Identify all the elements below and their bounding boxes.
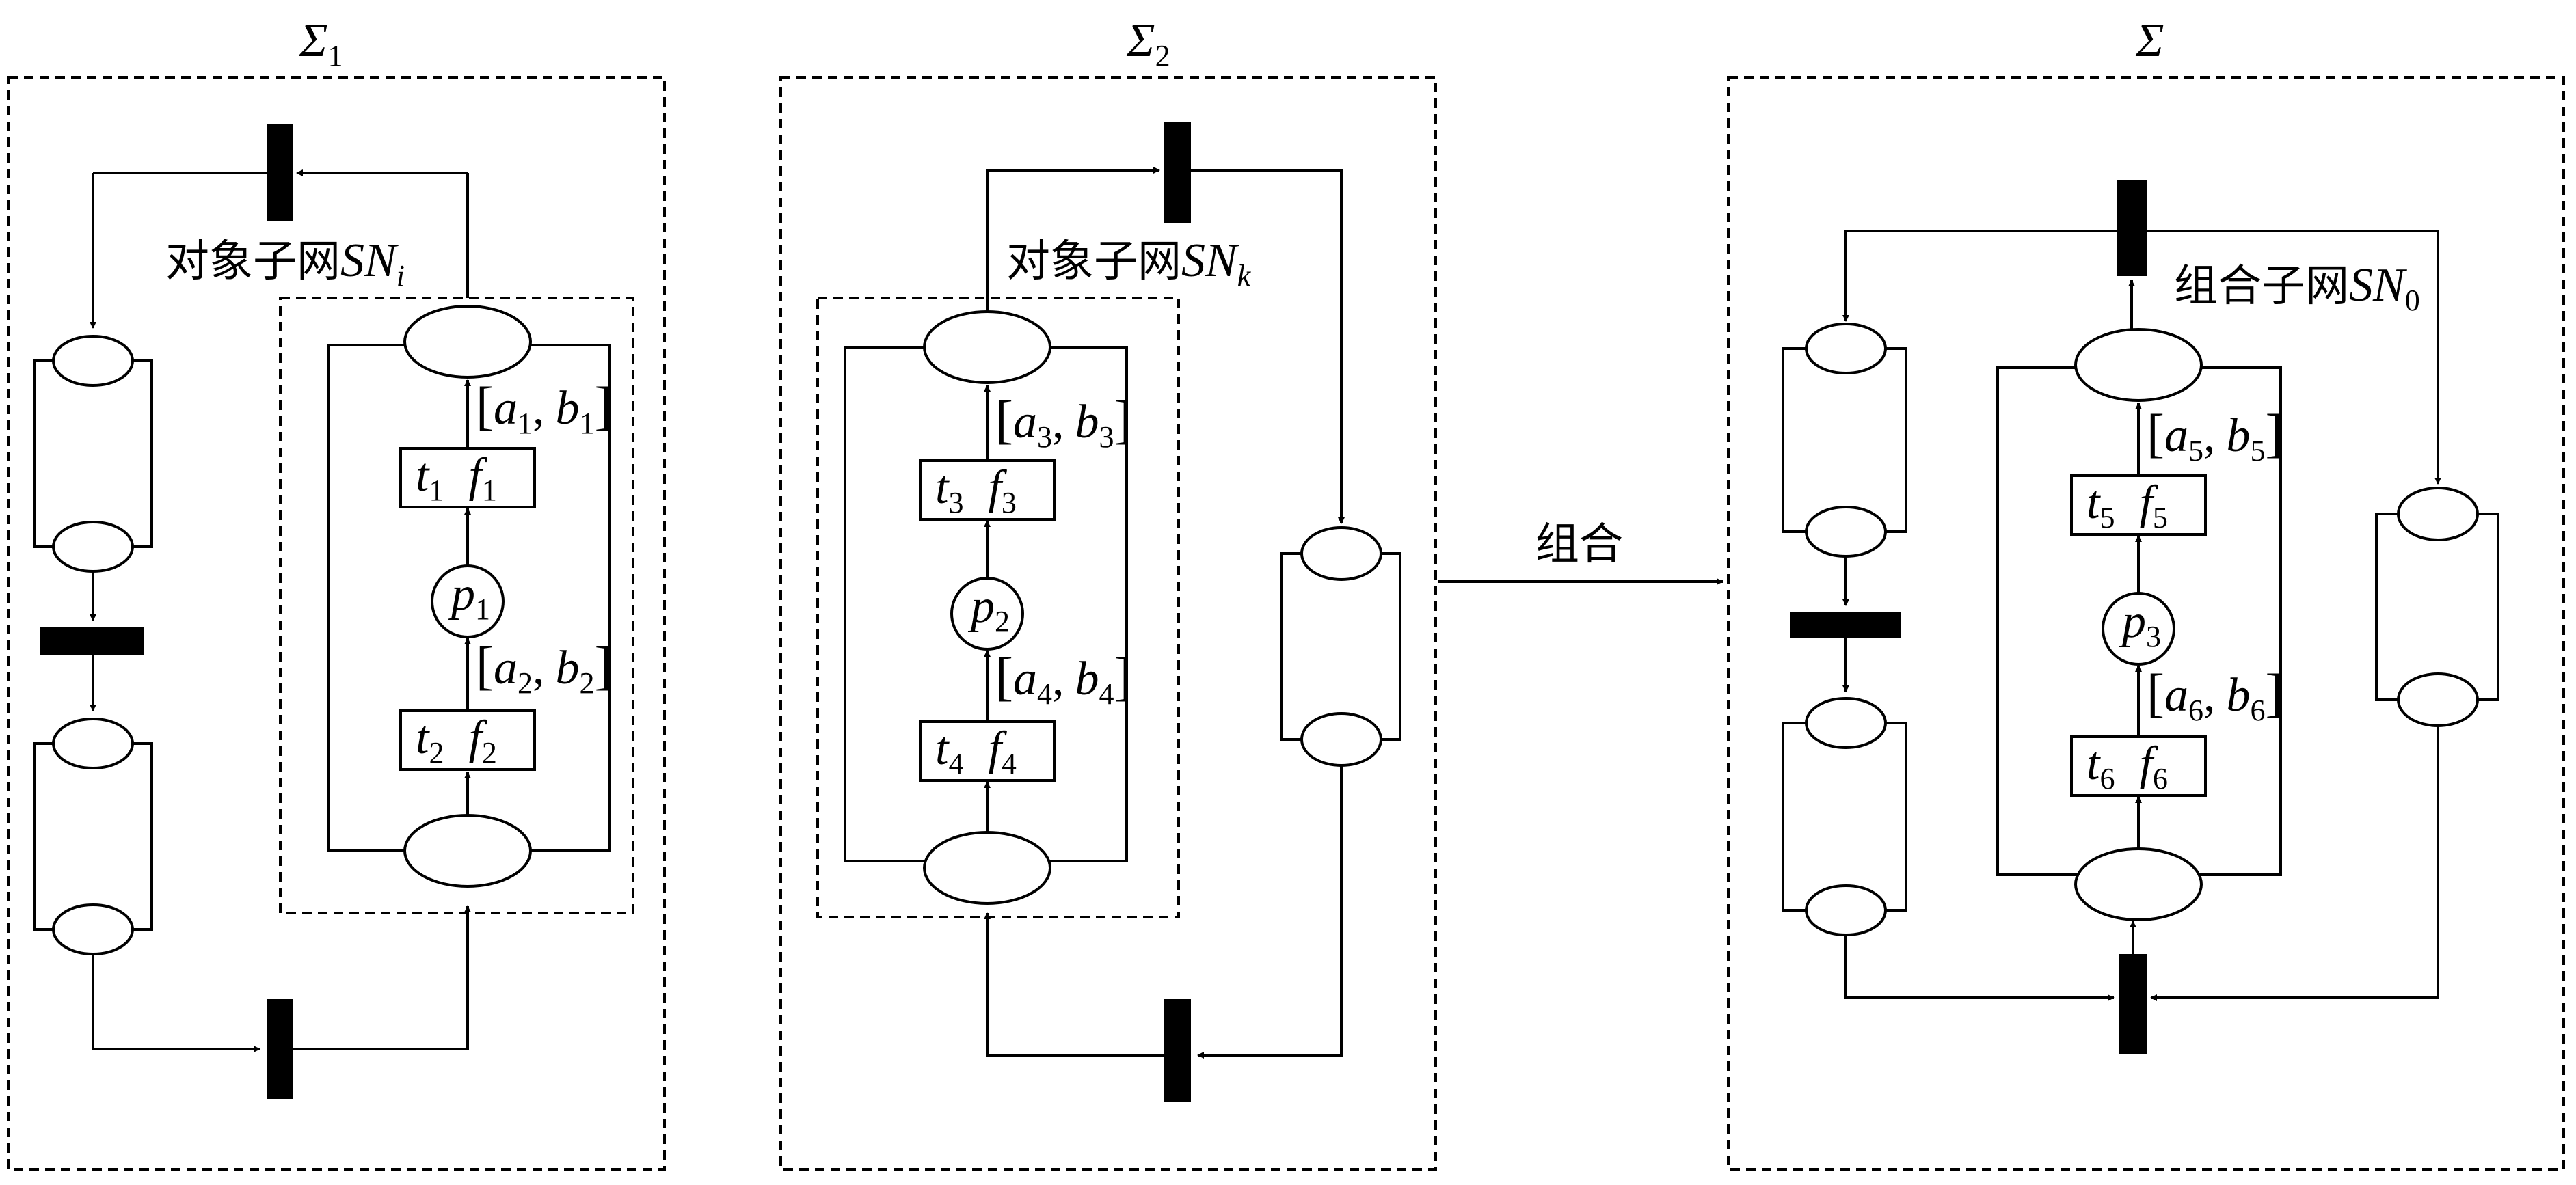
arc [1844, 935, 2115, 1001]
place [2397, 672, 2479, 727]
place [1805, 697, 1887, 749]
place [52, 335, 134, 387]
place-pair-side-lines [1782, 347, 1907, 533]
arc [92, 954, 260, 1052]
combo-subnet-0-label: 组合子网SN0 [2174, 259, 2420, 317]
place [1805, 506, 1887, 558]
transition-bar [1164, 999, 1191, 1102]
place [403, 305, 532, 379]
transition-t5-box [2070, 474, 2207, 536]
object-subnet-i-border [279, 297, 634, 914]
arc [2150, 726, 2439, 1001]
place [1805, 323, 1887, 374]
place [403, 814, 532, 888]
object-subnet-k-label: 对象子网SNk [1006, 234, 1252, 292]
place-pair-side-lines [2375, 513, 2499, 701]
interval-i1-label: [a1,b1] [476, 376, 612, 440]
place [2397, 487, 2479, 541]
place [1300, 712, 1382, 767]
place [52, 718, 134, 769]
combine-arrow: 组合 [1438, 519, 1723, 585]
place [1300, 526, 1382, 581]
panel-sigma-title: Σ [2135, 14, 2164, 67]
interval-i6-label: [a6,b6] [2147, 663, 2283, 727]
place-pair-side-lines [1782, 722, 1907, 912]
place-pair-side-lines [33, 359, 153, 548]
arc [1197, 765, 1343, 1059]
object-subnet-k-border [816, 297, 1180, 918]
transition-t1-box [399, 447, 536, 508]
interval-i2-label: [a2,b2] [476, 636, 612, 700]
transition-bar [2119, 954, 2147, 1054]
transition-bar [1164, 122, 1191, 223]
transition-bar [2117, 180, 2147, 276]
transition-t4-box [919, 720, 1056, 782]
arc [2147, 230, 2441, 485]
place-p3-label: p3 [2119, 595, 2161, 653]
transition-t3-box [919, 459, 1056, 521]
place [2074, 847, 2203, 921]
panel-sigma1-title: Σ1 [299, 14, 343, 72]
panel-sigma-border [1727, 76, 2565, 1171]
place [1805, 884, 1887, 936]
transition-bar [267, 999, 293, 1099]
panel-sigma: Σ 组合子网SN0 t [1727, 14, 2565, 1171]
panel-sigma1-border [7, 76, 666, 1171]
arc [984, 912, 1164, 1057]
panel-sigma2-border [779, 76, 1437, 1171]
transition-t6-box [2070, 735, 2207, 797]
place-p1-label: p1 [448, 568, 490, 626]
place [52, 903, 134, 955]
panel-sigma2-title: Σ2 [1126, 14, 1170, 72]
transition-bar [267, 124, 293, 221]
place [923, 310, 1051, 384]
place [2074, 328, 2203, 402]
place-pair-side-lines [33, 742, 153, 931]
place [52, 521, 134, 573]
combine-label: 组合 [1535, 519, 1623, 570]
place [923, 831, 1051, 905]
transition-bar [40, 627, 144, 655]
object-subnet-i-label: 对象子网SNi [165, 234, 405, 292]
place-p2-label: p2 [967, 580, 1010, 638]
arc [1842, 230, 2117, 322]
arc [986, 167, 1160, 312]
arc [1191, 169, 1345, 524]
arc [293, 905, 471, 1050]
place-pair-side-lines [1280, 552, 1401, 741]
transition-bar [1790, 612, 1901, 638]
interval-i5-label: [a5,b5] [2147, 403, 2283, 467]
interval-i3-label: [a3,b3] [995, 390, 1131, 454]
interval-i4-label: [a4,b4] [995, 646, 1131, 711]
